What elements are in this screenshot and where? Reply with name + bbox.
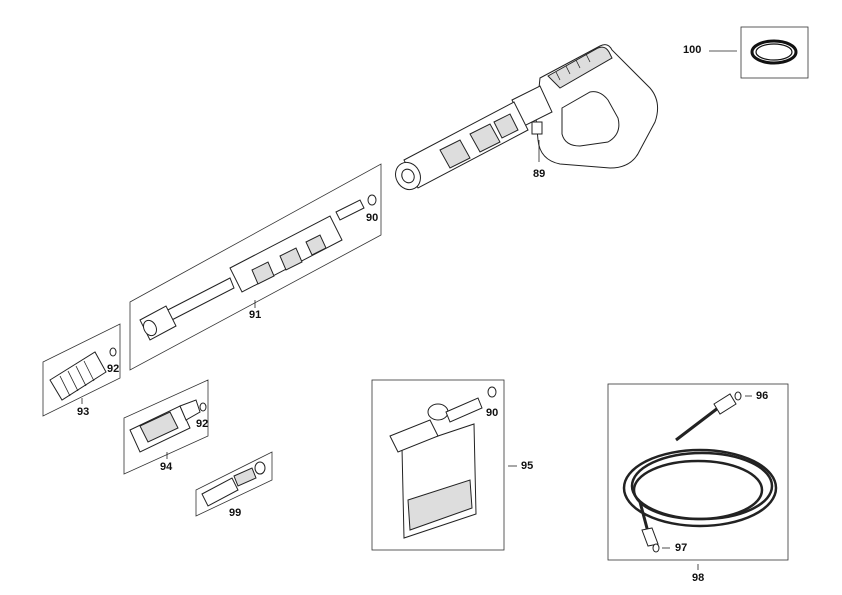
callout-90: 90 <box>486 407 499 419</box>
callout-89: 89 <box>533 168 546 180</box>
part-91-lance <box>129 163 382 371</box>
part-89-gun <box>395 44 659 191</box>
part-91-frame <box>129 163 382 371</box>
callout-90: 90 <box>366 212 379 224</box>
part-99-frame <box>195 451 273 517</box>
callout-91: 91 <box>249 309 262 321</box>
callout-98: 98 <box>692 572 705 584</box>
callout-92: 92 <box>196 418 209 430</box>
part-98-hose <box>607 383 789 570</box>
callout-96: 96 <box>756 390 769 402</box>
part-93-nozzle <box>42 323 121 417</box>
part-95-foam-bottle <box>371 379 517 551</box>
callout-92: 92 <box>107 363 120 375</box>
part-98-frame <box>607 383 789 561</box>
part-95-frame <box>371 379 505 551</box>
part-94-frame <box>123 379 209 475</box>
part-99-kit <box>195 451 273 517</box>
callout-99: 99 <box>229 507 242 519</box>
part-100-frame <box>740 26 809 79</box>
callout-97: 97 <box>675 542 688 554</box>
part-100-oring <box>709 26 809 79</box>
callout-93: 93 <box>77 406 90 418</box>
part-94-nozzle <box>123 379 209 475</box>
part-93-frame <box>42 323 121 417</box>
callout-94: 94 <box>160 461 173 473</box>
callout-100: 100 <box>683 44 702 56</box>
callout-95: 95 <box>521 460 534 472</box>
